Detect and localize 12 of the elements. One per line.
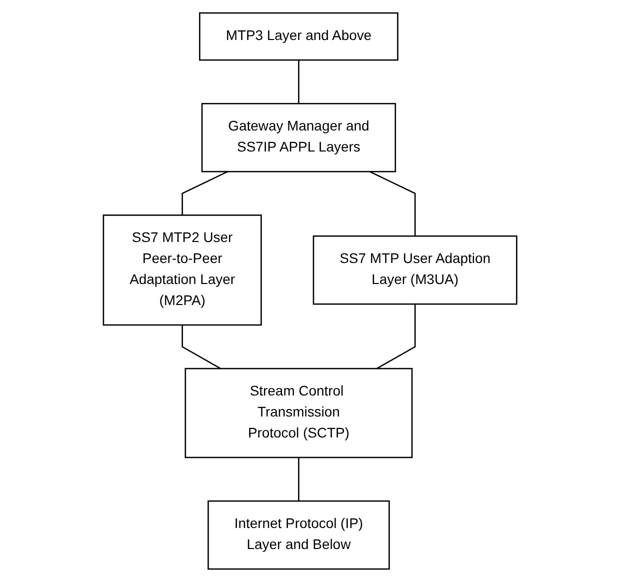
node-box: MTP3 Layer and Above — [199, 12, 399, 60]
connector — [182, 324, 222, 369]
connector — [370, 170, 416, 236]
node-box: Gateway Manager and SS7IP APPL Layers — [202, 102, 396, 172]
node-box: SS7 MTP2 User Peer-to-Peer Adaptation Layer (M2PA) — [103, 214, 262, 326]
node-box: Stream Control Transmission Protocol (SCTP) — [185, 367, 414, 458]
node-box: SS7 MTP User Adaption Layer (M3UA) — [313, 234, 518, 304]
connector — [376, 304, 416, 369]
node-box: Internet Protocol (IP) Layer and Below — [208, 500, 390, 570]
connector — [298, 60, 300, 104]
connector — [182, 170, 228, 215]
connector — [298, 456, 300, 501]
